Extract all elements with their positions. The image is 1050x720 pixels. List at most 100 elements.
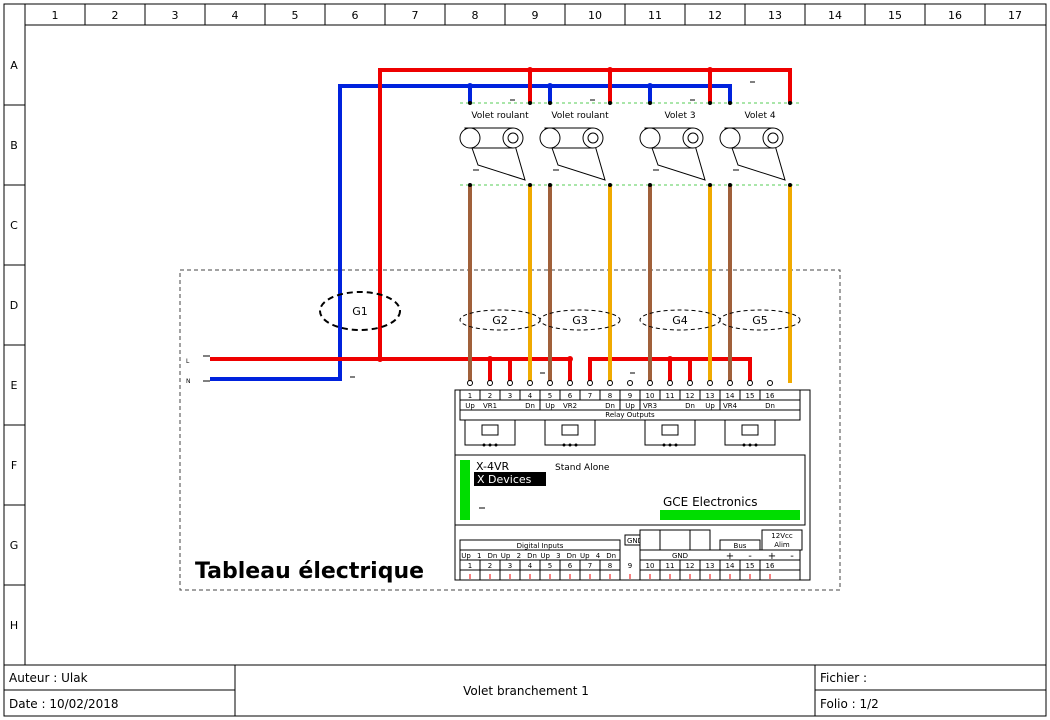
relay-terminal-screw bbox=[587, 380, 593, 386]
relay-terminal-screw bbox=[547, 380, 553, 386]
motor-terminal bbox=[608, 183, 612, 187]
di-label: Up bbox=[580, 552, 590, 560]
roller-inner bbox=[687, 132, 699, 144]
author-field: Auteur : Ulak bbox=[9, 671, 88, 685]
motor-2: Volet roulant bbox=[539, 101, 612, 187]
motor-terminal bbox=[728, 183, 732, 187]
relay-contact-dot bbox=[662, 443, 666, 447]
device-brand: X Devices bbox=[477, 473, 532, 486]
motor-terminal bbox=[788, 101, 792, 105]
di-label: Up bbox=[461, 552, 471, 560]
device-maker: GCE Electronics bbox=[663, 495, 757, 509]
di-terminal-number: 7 bbox=[588, 562, 592, 570]
motor-terminal bbox=[548, 101, 552, 105]
relay-coil bbox=[561, 424, 579, 436]
pb-terminal-number: 11 bbox=[666, 562, 675, 570]
bus-label: Bus bbox=[734, 542, 747, 550]
di-terminal-number: 6 bbox=[568, 562, 573, 570]
relay-caption: Relay Outputs bbox=[605, 411, 655, 419]
roller-end bbox=[639, 127, 661, 149]
relay-contact-dot bbox=[494, 443, 498, 447]
bus-plus: + bbox=[726, 551, 734, 562]
relay-sub-label: Dn bbox=[685, 402, 695, 410]
relay-terminal-number: 14 bbox=[726, 392, 735, 400]
column-label: 11 bbox=[648, 9, 662, 22]
gnd-box-label: GND bbox=[627, 537, 643, 545]
roller-inner bbox=[507, 132, 519, 144]
relay-contact-dot bbox=[668, 443, 672, 447]
junction-dot bbox=[467, 83, 473, 89]
phase-label: L bbox=[186, 358, 190, 365]
phase-riser-wire bbox=[378, 68, 792, 359]
common-jumper bbox=[588, 357, 672, 383]
relay-terminal-screw bbox=[727, 380, 733, 386]
relay-coil bbox=[661, 424, 679, 436]
pb-terminal-number: 9 bbox=[628, 562, 632, 570]
group-label: G3 bbox=[572, 314, 588, 327]
di-label: Dn bbox=[606, 552, 616, 560]
motor-terminal bbox=[708, 183, 712, 187]
column-label: 13 bbox=[768, 9, 782, 22]
di-label: Dn bbox=[567, 552, 577, 560]
junction-dot bbox=[377, 356, 383, 362]
column-label: 16 bbox=[948, 9, 962, 22]
status-bar-bottom bbox=[660, 510, 800, 520]
di-terminal-number: 8 bbox=[608, 562, 612, 570]
motor-4: Volet 4 bbox=[719, 101, 792, 187]
relay-contact-dot bbox=[488, 443, 492, 447]
relay-terminal-number: 9 bbox=[628, 392, 632, 400]
column-label: 17 bbox=[1008, 9, 1022, 22]
junction-dot bbox=[567, 356, 573, 362]
motor-terminal bbox=[788, 183, 792, 187]
relay-terminal-screw bbox=[607, 380, 613, 386]
motor-label: Volet 4 bbox=[744, 111, 775, 121]
group-label: G4 bbox=[672, 314, 688, 327]
di-label: Dn bbox=[487, 552, 497, 560]
relay-contact-dot bbox=[482, 443, 486, 447]
relay-terminal-screw bbox=[687, 380, 693, 386]
group-ellipse bbox=[319, 291, 401, 331]
relay-sub-label: Up bbox=[465, 402, 475, 410]
motors: Volet roulant Volet roulant Volet 3 Volet 4 bbox=[459, 101, 800, 187]
sheet-frame bbox=[3, 3, 1047, 717]
column-label: 14 bbox=[828, 9, 842, 22]
relay-terminal-number: 11 bbox=[666, 392, 675, 400]
motor-label: Volet roulant bbox=[471, 111, 529, 121]
supply-minus: - bbox=[790, 551, 794, 562]
row-label: C bbox=[10, 219, 18, 232]
relay-contact-dot bbox=[674, 443, 678, 447]
di-terminal-number: 4 bbox=[528, 562, 533, 570]
motor-1: Volet roulant bbox=[459, 101, 532, 187]
column-label: 6 bbox=[352, 9, 359, 22]
column-label: 15 bbox=[888, 9, 902, 22]
row-label: D bbox=[10, 299, 18, 312]
row-label: H bbox=[10, 619, 18, 632]
motor-3: Volet 3 bbox=[639, 101, 712, 187]
group-label: G2 bbox=[492, 314, 508, 327]
relay-terminal-number: 16 bbox=[766, 392, 775, 400]
pb-terminal-number: 10 bbox=[646, 562, 655, 570]
relay-terminal-screw bbox=[507, 380, 513, 386]
wiring bbox=[203, 67, 792, 383]
di-label: Dn bbox=[527, 552, 537, 560]
relay-sub-label: VR4 bbox=[723, 402, 738, 410]
relay-terminal-number: 3 bbox=[508, 392, 512, 400]
junction-dot bbox=[527, 67, 533, 73]
di-label: 2 bbox=[517, 552, 521, 560]
row-label: A bbox=[10, 59, 18, 72]
relay-terminal-screw bbox=[767, 380, 773, 386]
relay-terminal-number: 12 bbox=[686, 392, 695, 400]
relay-sub-label: VR3 bbox=[643, 402, 657, 410]
supply-header bbox=[761, 529, 803, 551]
relay-contact-dot bbox=[754, 443, 758, 447]
relay-terminal-number: 2 bbox=[488, 392, 492, 400]
date-field: Date : 10/02/2018 bbox=[9, 697, 119, 711]
row-label: F bbox=[11, 459, 17, 472]
relay-sub-label: Dn bbox=[525, 402, 535, 410]
motor-terminal bbox=[468, 101, 472, 105]
motor-terminal bbox=[468, 183, 472, 187]
